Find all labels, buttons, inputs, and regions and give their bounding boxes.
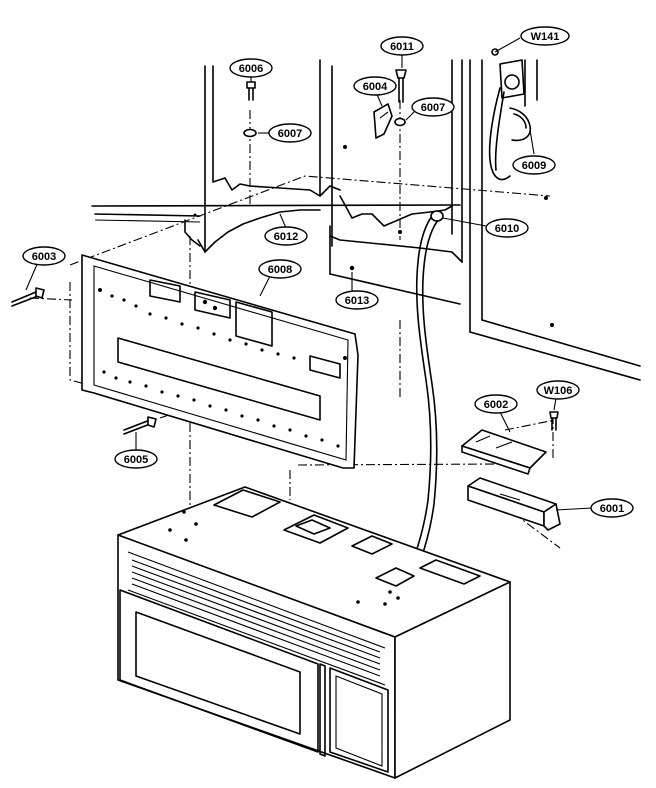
washer-6007-right (394, 117, 406, 127)
callout-6007-left-label: 6007 (278, 128, 302, 140)
callout-6008: 6008 (258, 259, 302, 279)
callout-6009-label: 6009 (522, 160, 546, 172)
callout-6006: 6006 (229, 58, 273, 78)
plate-holes (98, 288, 347, 448)
screw-6006 (246, 81, 256, 101)
callout-6007-right: 6007 (411, 97, 455, 117)
callout-6003-label: 6003 (32, 251, 56, 263)
bracket-6002 (461, 429, 547, 475)
microwave-oven (117, 486, 511, 779)
callout-6007-left: 6007 (268, 123, 312, 143)
vent-grille (131, 559, 381, 677)
screw-w106 (549, 411, 559, 431)
callout-6011-label: 6011 (390, 41, 414, 53)
callout-w106-label: W106 (544, 385, 573, 397)
callout-w141: W141 (520, 26, 570, 46)
callout-6007-right-label: 6007 (421, 102, 445, 114)
callout-6010-label: 6010 (495, 223, 519, 235)
callout-w106: W106 (536, 380, 580, 400)
callout-6013-label: 6013 (345, 295, 369, 307)
screw-6003 (11, 287, 45, 307)
callout-6004-label: 6004 (363, 81, 388, 93)
callout-6008-label: 6008 (268, 264, 292, 276)
callouts: W141 6011 6006 6004 6007 6007 6009 6012 (22, 26, 634, 518)
bottom-plate-6001 (467, 477, 561, 531)
callout-6002: 6002 (474, 394, 518, 414)
washer-6007-left (243, 128, 257, 138)
callout-6005-label: 6005 (124, 454, 148, 466)
callout-6003: 6003 (22, 246, 66, 266)
callout-6001: 6001 (590, 498, 634, 518)
callout-6006-label: 6006 (239, 63, 263, 75)
screw-6005 (123, 416, 157, 435)
callout-6002-label: 6002 (484, 399, 508, 411)
clip-6004 (373, 103, 393, 139)
screw-6011 (395, 69, 407, 103)
callout-6012: 6012 (264, 226, 308, 246)
callout-6010: 6010 (485, 218, 529, 238)
callout-6004: 6004 (353, 76, 397, 96)
callout-6001-label: 6001 (600, 503, 624, 515)
mounting-plate (81, 254, 359, 469)
callout-6009: 6009 (512, 155, 556, 175)
callout-6012-label: 6012 (274, 231, 298, 243)
callout-w141-label: W141 (531, 31, 560, 43)
hardware (11, 48, 559, 435)
callout-6011: 6011 (380, 36, 424, 56)
callout-6013: 6013 (335, 290, 379, 310)
callout-6005: 6005 (114, 449, 158, 469)
outlet-and-cord (403, 59, 532, 587)
